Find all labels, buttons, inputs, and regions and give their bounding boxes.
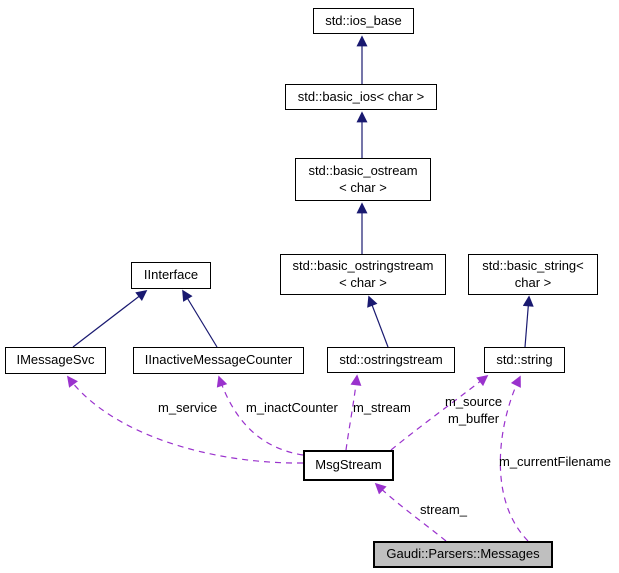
node-label: std::basic_ios< char > xyxy=(297,88,425,104)
node-label-line1: std::basic_ostream xyxy=(308,162,418,178)
edge-label-m-inactcounter: m_inactCounter xyxy=(246,400,338,415)
node-label-line2: char > xyxy=(514,274,552,290)
node-label: IInactiveMessageCounter xyxy=(144,352,293,368)
edge-usage-msgstream-imessagesvc xyxy=(67,375,304,464)
edge-label-m-currentfilename: m_currentFilename xyxy=(499,454,611,469)
node-label-line2: < char > xyxy=(339,179,387,195)
edge-label-m-stream: m_stream xyxy=(353,400,411,415)
edge-usage-messages-msgstream xyxy=(374,482,447,542)
edge-label-stream: stream_ xyxy=(420,502,467,517)
node-std-ostringstream[interactable]: std::ostringstream xyxy=(327,347,455,373)
node-label: std::string xyxy=(496,351,553,367)
node-label: IInterface xyxy=(143,267,199,283)
node-iinactivemessagecounter[interactable]: IInactiveMessageCounter xyxy=(133,347,304,374)
node-std-basic-ios[interactable]: std::basic_ios< char > xyxy=(285,84,437,110)
node-label: std::ios_base xyxy=(325,12,402,28)
node-std-basic-ostream[interactable]: std::basic_ostream < char > xyxy=(295,158,431,201)
edge-usage-msgstream-iinactivemessagecounter xyxy=(216,375,304,456)
edge-inherit-ostringstream-basicostringstream xyxy=(367,295,389,348)
node-std-basic-string[interactable]: std::basic_string< char > xyxy=(468,254,598,295)
edge-label-m-buffer: m_buffer xyxy=(448,410,500,426)
node-label: Gaudi::Parsers::Messages xyxy=(386,546,540,562)
edge-usage-msgstream-string xyxy=(390,374,489,451)
edge-label-m-service: m_service xyxy=(158,400,218,415)
node-label-line1: std::basic_ostringstream xyxy=(292,257,434,273)
edge-usage-msgstream-ostringstream xyxy=(345,374,362,451)
edge-usage-messages-string xyxy=(499,375,529,542)
node-std-ios-base[interactable]: std::ios_base xyxy=(313,8,414,34)
node-std-string[interactable]: std::string xyxy=(484,347,565,373)
node-label-line2: < char > xyxy=(339,274,387,290)
node-gaudi-parsers-messages: Gaudi::Parsers::Messages xyxy=(373,541,553,568)
node-imessagesvc[interactable]: IMessageSvc xyxy=(5,347,106,374)
edge-inherit-imessagesvc-iinterface xyxy=(72,289,148,348)
node-label: MsgStream xyxy=(315,457,382,473)
node-label: std::ostringstream xyxy=(339,351,443,367)
edge-inherit-string-basicstring xyxy=(522,295,534,348)
node-iinterface[interactable]: IInterface xyxy=(131,262,211,289)
node-std-basic-ostringstream[interactable]: std::basic_ostringstream < char > xyxy=(280,254,446,295)
edge-inherit-iinactivemessagecounter-iinterface xyxy=(182,289,218,348)
node-msgstream[interactable]: MsgStream xyxy=(303,450,394,481)
edge-label-m-source-m-buffer: m_source m_buffer xyxy=(445,394,502,428)
edge-label-m-source: m_source xyxy=(445,394,503,409)
node-label: IMessageSvc xyxy=(16,352,95,368)
node-label-line1: std::basic_string< xyxy=(482,257,584,273)
